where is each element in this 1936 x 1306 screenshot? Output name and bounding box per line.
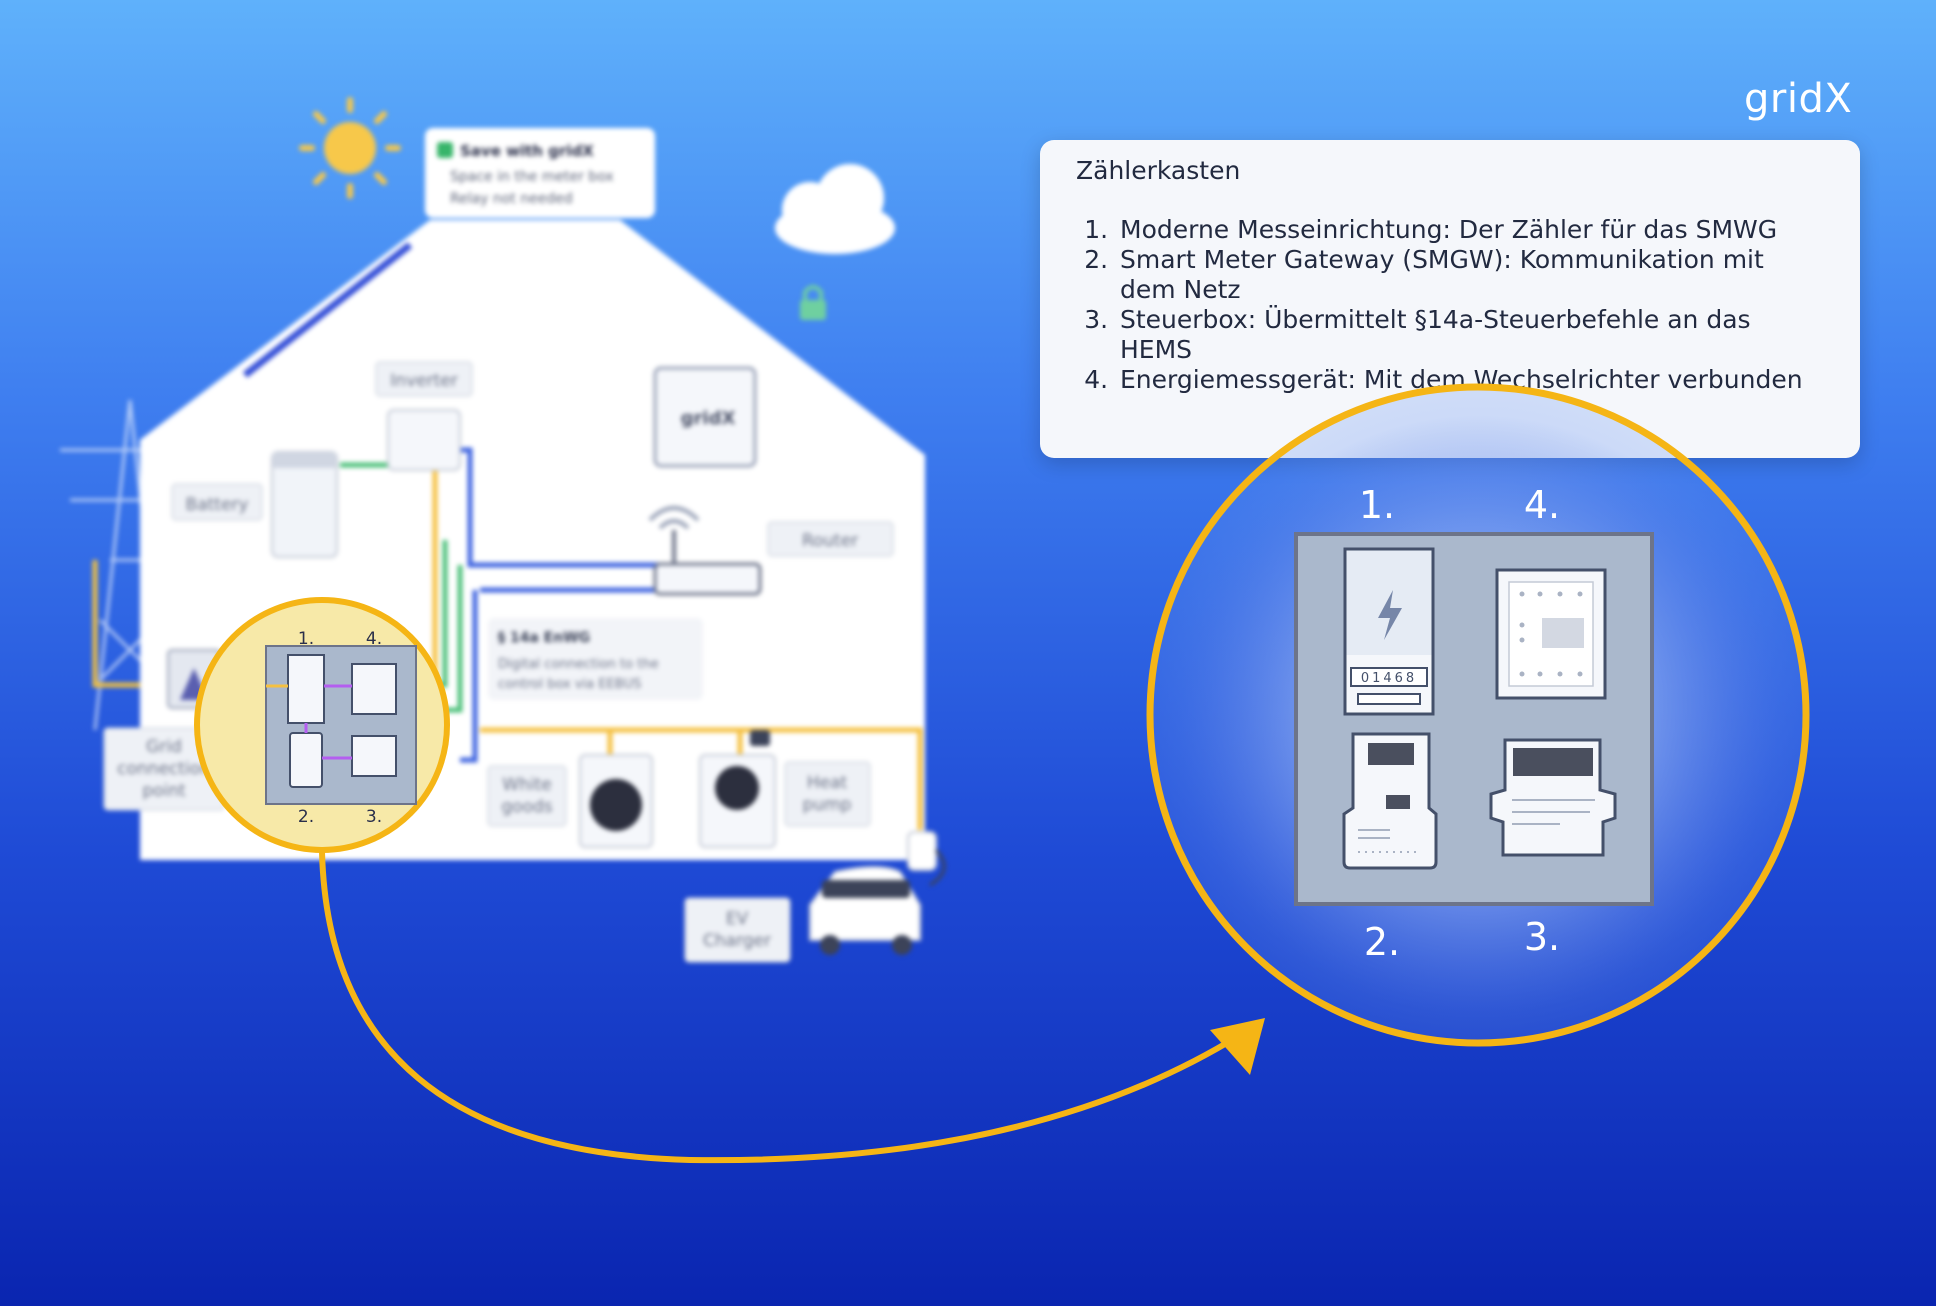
list-item: Steuerbox: Übermittelt §14a-Steuerbefehl…	[1116, 305, 1824, 365]
solar-panel	[242, 242, 413, 378]
small-meter-highlight: 1. 4. 2. 3.	[194, 597, 450, 853]
ev-label: EV	[726, 909, 749, 929]
device-number: 4.	[1524, 483, 1560, 527]
device-number: 2.	[1364, 920, 1400, 964]
component-list: Moderne Messeinrichtung: Der Zähler für …	[1076, 215, 1824, 395]
eebus-note	[488, 618, 703, 700]
inverter-label: Inverter	[390, 371, 457, 391]
grid-label: Grid	[146, 737, 182, 757]
ev-label-box	[684, 897, 791, 963]
router-device	[653, 562, 762, 596]
device-number: 3.	[1524, 915, 1560, 959]
battery-label-box	[171, 483, 263, 521]
cable-yellow	[432, 470, 923, 830]
grid-label: connection	[117, 759, 211, 779]
meter-display: 01468	[1361, 671, 1417, 686]
small-label: 3.	[366, 807, 382, 827]
gridx-logo: gridX	[1744, 76, 1853, 122]
list-item: Moderne Messeinrichtung: Der Zähler für …	[1116, 215, 1824, 245]
gridx-device-label: gridX	[681, 408, 736, 429]
small-label: 1.	[298, 629, 314, 649]
sun-icon	[299, 97, 401, 199]
list-item: Smart Meter Gateway (SMGW): Kommunikatio…	[1116, 245, 1824, 305]
ev-label: Charger	[703, 931, 771, 951]
house-scene: Save with gridX Space in the meter box R…	[60, 97, 946, 963]
save-point: Relay not needed	[450, 191, 573, 207]
smart-meter-gateway-device	[1342, 732, 1438, 870]
grid-label: point	[142, 781, 186, 801]
connector-arrow	[319, 851, 1242, 1164]
car-icon	[809, 866, 921, 955]
lightning-icon	[1378, 590, 1402, 640]
eebus-line: Digital connection to the	[498, 657, 659, 672]
washing-machine-icon	[579, 754, 653, 848]
energy-meter-device	[1495, 568, 1607, 700]
eebus-line: control box via EEBUS	[498, 677, 641, 692]
device-number: 1.	[1359, 483, 1395, 527]
lock-icon	[800, 285, 826, 320]
heat-pump-label: Heat	[807, 773, 848, 793]
router-label-box	[767, 521, 894, 557]
control-box-device	[1489, 738, 1617, 857]
large-meter-highlight: 01468	[1146, 383, 1810, 1047]
wifi-icon	[648, 506, 700, 530]
gridx-device	[653, 366, 757, 468]
white-goods-label: goods	[501, 797, 552, 817]
eebus-title: § 14a EnWG	[498, 630, 590, 646]
modern-meter-device: 01468	[1343, 547, 1435, 716]
save-point: Space in the meter box	[450, 169, 614, 185]
check-icon	[437, 142, 453, 158]
battery-label: Battery	[186, 495, 249, 515]
white-goods-label: White	[502, 775, 551, 795]
arrowhead	[1210, 1018, 1265, 1075]
white-goods-label-box	[487, 765, 567, 827]
inverter-label-box	[375, 361, 473, 397]
info-title: Zählerkasten	[1076, 156, 1241, 185]
save-card	[425, 128, 655, 218]
heat-pump-icon	[699, 730, 776, 848]
heat-pump-label: pump	[803, 795, 852, 815]
small-label: 2.	[298, 807, 314, 827]
save-title: Save with gridX	[460, 142, 594, 160]
cloud-icon	[775, 164, 895, 254]
meter-box-info-card: Zählerkasten Moderne Messeinrichtung: De…	[1040, 140, 1860, 458]
inverter-device	[387, 409, 461, 471]
heat-pump-label-box	[784, 761, 871, 827]
ev-charger-icon	[907, 831, 946, 887]
router-label: Router	[802, 531, 858, 551]
small-label: 4.	[366, 629, 382, 649]
